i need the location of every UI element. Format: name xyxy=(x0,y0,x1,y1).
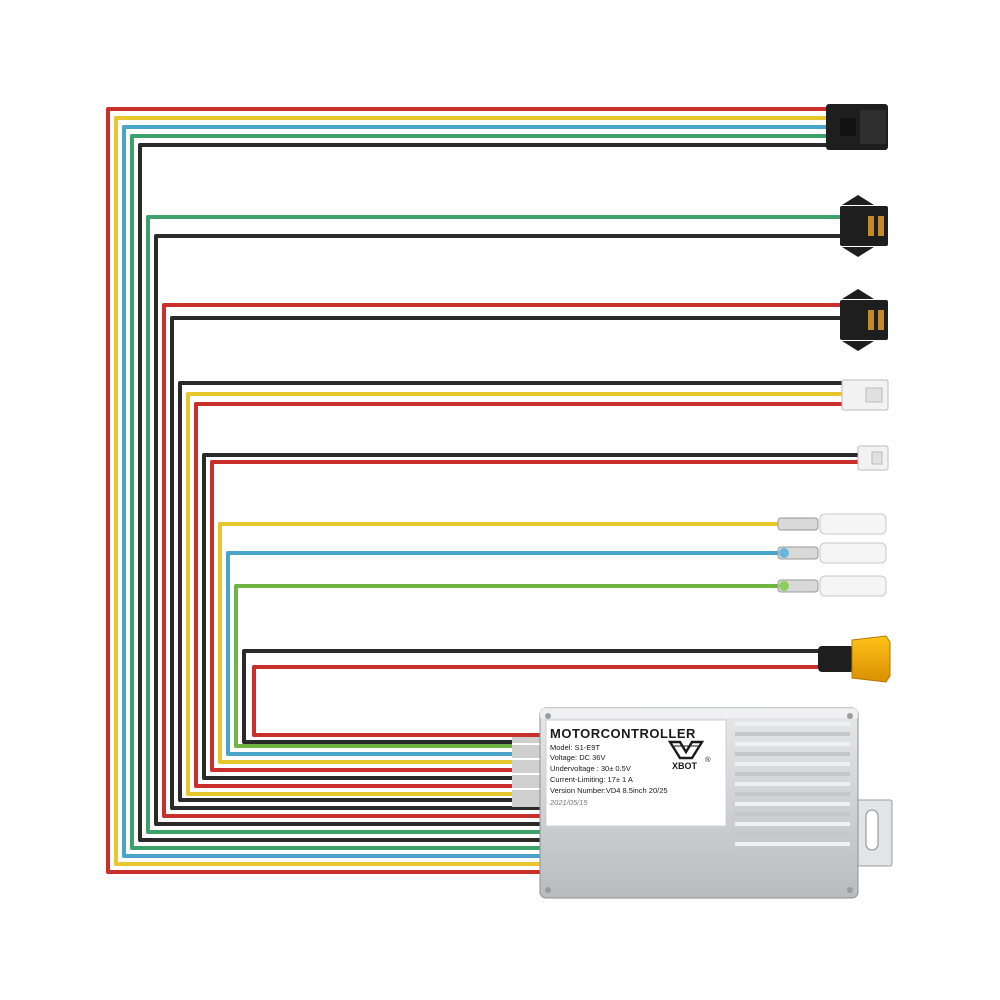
connector-2pin-black-a xyxy=(840,195,888,257)
connector-2pin-white xyxy=(857,445,889,471)
cooling-fin xyxy=(735,832,850,836)
wire-green-top xyxy=(130,134,826,850)
cooling-fin xyxy=(735,802,850,806)
label-serial: 2021/05/15 xyxy=(549,798,588,807)
wire-blue-6 xyxy=(226,551,778,756)
label-brand: XBOT xyxy=(672,761,698,771)
bullet-terminal-green xyxy=(777,575,887,597)
wire-yellow-top xyxy=(114,116,826,866)
wire-red-xt xyxy=(252,665,818,737)
cooling-fins xyxy=(735,722,850,856)
wire-green-2 xyxy=(146,215,840,834)
label-current-limiting: Current-Limiting: 17± 1 A xyxy=(550,775,633,784)
wire-bundle xyxy=(106,107,858,874)
wire-black-3 xyxy=(170,316,840,810)
connector-2pin-black-b xyxy=(840,289,888,351)
controller-wire-stubs xyxy=(512,737,542,807)
wire-yellow-4 xyxy=(186,392,842,796)
label-registered: ® xyxy=(705,755,711,764)
wire-green-6 xyxy=(234,584,778,748)
cooling-fin xyxy=(735,742,850,746)
controller-label: MOTORCONTROLLER Model: S1-E9T Voltage: D… xyxy=(545,719,727,827)
wire-red-top xyxy=(106,107,826,874)
wire-black-2 xyxy=(154,234,840,826)
wire-black-top xyxy=(138,143,826,842)
connector-3pin-white xyxy=(841,379,889,411)
cooling-fin xyxy=(735,752,850,756)
wire-black-5 xyxy=(202,453,858,780)
label-voltage: Voltage: DC 36V xyxy=(550,753,605,762)
cooling-fin xyxy=(735,792,850,796)
cooling-fin xyxy=(735,822,850,826)
cooling-fin xyxy=(735,772,850,776)
label-undervoltage: Undervoltage : 30± 0.5V xyxy=(550,764,631,773)
wire-black-xt xyxy=(242,649,818,744)
cooling-fin xyxy=(735,782,850,786)
cooling-fin xyxy=(735,762,850,766)
xbot-logo-icon xyxy=(667,740,705,760)
cooling-fin xyxy=(735,732,850,736)
label-version: Version Number:VD4 8.5inch 20/25 xyxy=(550,786,668,795)
connector-6pin-black xyxy=(826,104,888,150)
xt60-power-connector xyxy=(818,635,891,683)
wire-blue-top xyxy=(122,125,826,858)
cooling-fin xyxy=(735,812,850,816)
wire-yellow-6 xyxy=(218,522,778,764)
cooling-fin xyxy=(735,722,850,726)
cooling-fin xyxy=(735,852,850,856)
cooling-fin xyxy=(735,842,850,846)
wire-red-3 xyxy=(162,303,840,818)
label-model: Model: S1-E9T xyxy=(550,743,600,752)
wire-red-4 xyxy=(194,402,842,788)
label-title: MOTORCONTROLLER xyxy=(550,726,696,741)
wire-black-4 xyxy=(178,381,842,802)
wire-red-5 xyxy=(210,460,858,772)
bullet-terminal-blue xyxy=(777,542,887,564)
bullet-terminal-yellow xyxy=(777,513,887,535)
